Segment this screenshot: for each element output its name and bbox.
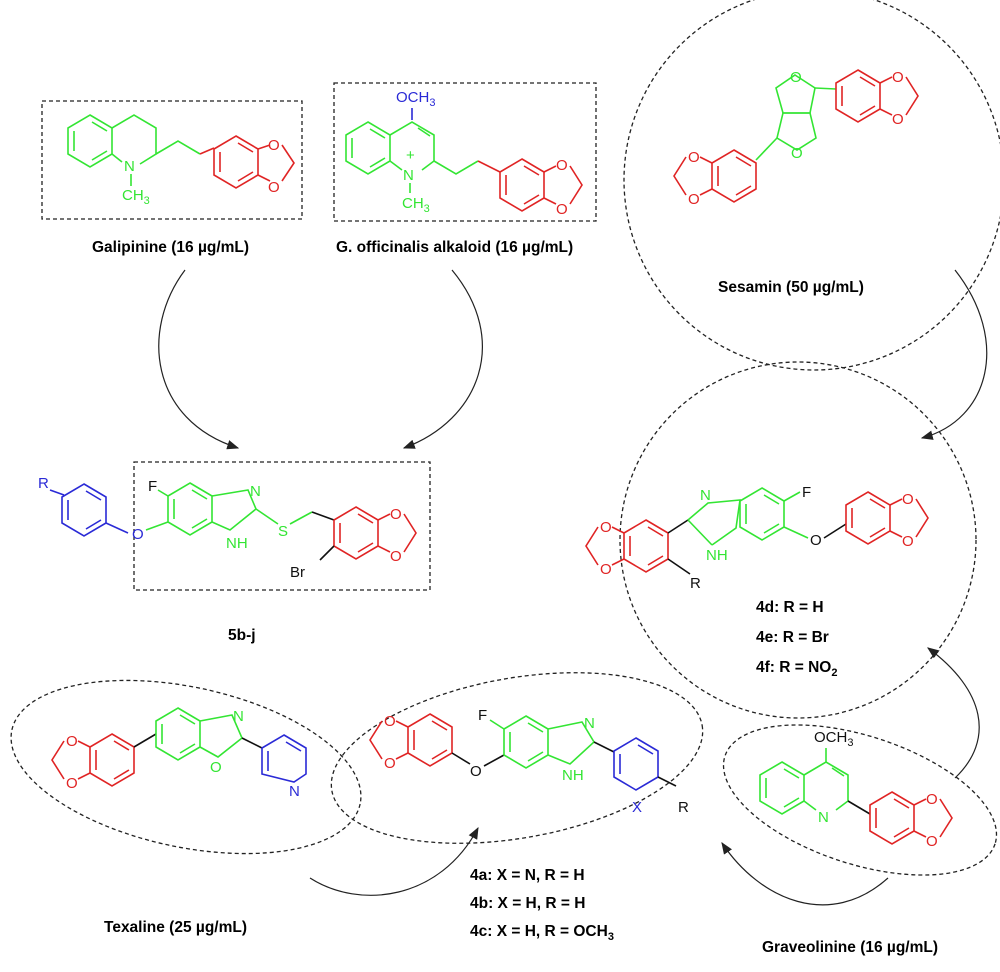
series-4abc-structure: O O O F N NH X R 4a: X = N, R = H 4b: X … [330,672,704,943]
svg-text:F: F [802,484,811,501]
svg-text:O: O [556,201,568,218]
graveolinine-label: Graveolinine (16 µg/mL) [762,939,938,956]
svg-text:N: N [584,715,595,732]
series-5-box [133,461,431,591]
galipinine-label: Galipinine (16 µg/mL) [92,239,249,256]
svg-text:O: O [470,763,482,780]
series-4def-circle [619,361,977,719]
svg-text:O: O [902,533,914,550]
svg-text:O: O [384,755,396,772]
svg-text:S: S [278,523,288,540]
texaline-structure: O O N O N Texaline (25 µg/mL) [10,679,362,936]
officinalis-n-atom: N [403,167,414,184]
svg-text:NH: NH [226,535,248,552]
galipinine-structure: N CH3 O O Galipinine (16 µg/mL) [41,100,303,256]
sesamin-structure: O O O O O O Sesamin (50 µg/mL) [623,0,1000,371]
svg-text:N: N [700,487,711,504]
series-4abc-ellipse [330,672,704,844]
svg-text:O: O [268,179,280,196]
svg-text:R: R [678,799,689,816]
series-5-structure: R O F N NH S Br O O 5b-j [38,461,431,644]
graveolinine-structure: OCH3 N O O Graveolinine (16 µg/mL) [722,724,998,956]
svg-text:Br: Br [290,564,305,581]
svg-text:NH: NH [706,547,728,564]
svg-text:O: O [66,733,78,750]
svg-text:R: R [38,475,49,492]
arrow-galipinine-to-5 [158,269,240,450]
svg-text:F: F [148,478,157,495]
sesamin-circle [623,0,1000,371]
svg-text:O: O [902,491,914,508]
variant-4f: 4f: R = NO2 [756,659,837,679]
svg-text:NH: NH [562,767,584,784]
arrow-graveolinine-to-4def [927,647,980,779]
arrow-officinalis-to-5 [402,269,483,449]
svg-text:O: O [600,519,612,536]
series-5-label: 5b-j [228,627,256,644]
svg-text:O: O [556,157,568,174]
svg-text:O: O [790,69,802,86]
svg-text:O: O [390,548,402,565]
svg-text:O: O [688,191,700,208]
svg-text:O: O [390,506,402,523]
svg-text:N: N [289,783,300,800]
texaline-ellipse [10,679,362,855]
graveolinine-methoxy: OCH3 [814,729,853,749]
variant-4b: 4b: X = H, R = H [470,895,585,912]
svg-text:+: + [406,147,415,164]
svg-text:O: O [688,149,700,166]
svg-text:X: X [632,799,642,816]
svg-text:O: O [384,713,396,730]
galipinine-methyl: CH3 [122,187,150,207]
galipinine-n-atom: N [124,158,135,175]
svg-text:F: F [478,707,487,724]
svg-text:N: N [818,809,829,826]
svg-text:N: N [250,483,261,500]
arrow-sesamin-to-4def [920,269,988,440]
svg-text:O: O [926,791,938,808]
variant-4c: 4c: X = H, R = OCH3 [470,923,614,943]
svg-text:O: O [892,111,904,128]
svg-text:O: O [791,145,803,162]
svg-text:O: O [892,69,904,86]
arrow-graveolinine-to-4abc [721,842,889,906]
officinalis-label: G. officinalis alkaloid (16 µg/mL) [336,239,573,256]
svg-text:O: O [810,532,822,549]
graveolinine-ellipse [722,724,998,876]
variant-4d: 4d: R = H [756,599,824,616]
svg-text:O: O [926,833,938,850]
galipinine-box [41,100,303,220]
arrow-texaline-to-4abc [309,826,479,896]
officinalis-methyl: CH3 [402,195,430,215]
officinalis-methoxy: OCH3 [396,89,435,109]
series-4def-structure: O O R N NH F O O O 4d: R = H 4e: R = Br … [585,361,977,719]
variant-4a: 4a: X = N, R = H [470,867,585,884]
svg-text:R: R [690,575,701,592]
svg-text:O: O [66,775,78,792]
svg-text:O: O [210,759,222,776]
svg-text:N: N [233,708,244,725]
sesamin-label: Sesamin (50 µg/mL) [718,279,864,296]
officinalis-box [333,82,597,222]
variant-4e: 4e: R = Br [756,629,829,646]
officinalis-structure: OCH3 N + CH3 O O G. officinalis alkaloid… [333,82,597,256]
svg-text:O: O [132,526,144,543]
svg-text:O: O [268,137,280,154]
texaline-label: Texaline (25 µg/mL) [104,919,247,936]
arrows [158,269,988,906]
svg-text:O: O [600,561,612,578]
